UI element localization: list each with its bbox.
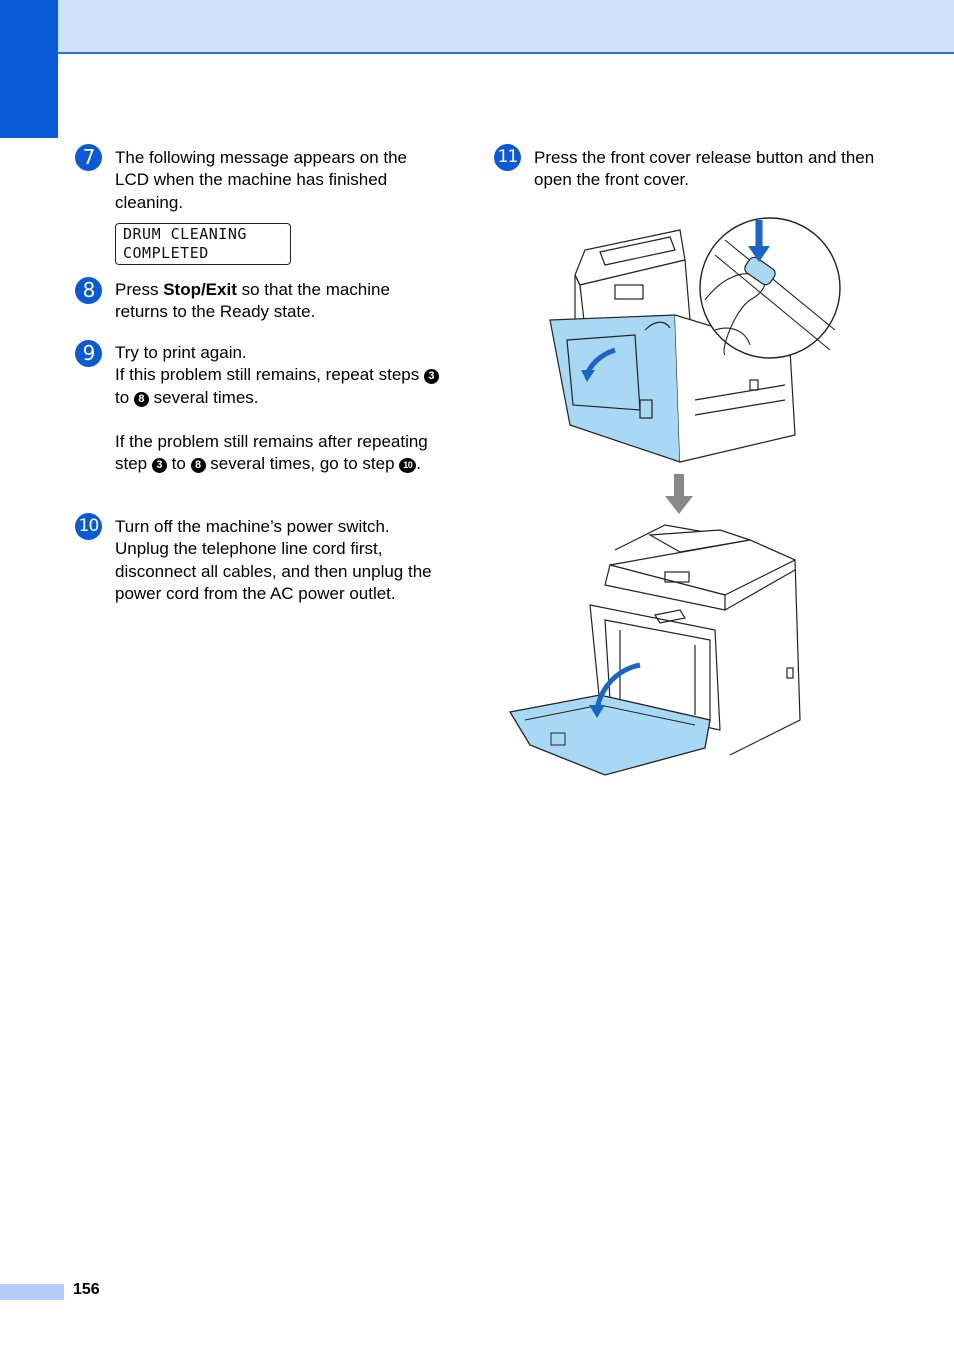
- down-arrow-icon: [665, 474, 693, 514]
- lcd-message-box: DRUM CLEANING COMPLETED: [115, 223, 291, 265]
- step-9-para2-to: to: [171, 454, 186, 474]
- step-8-post: so that the machine returns to the Ready…: [115, 280, 390, 322]
- printer-front-cover-release-icon: [549, 217, 841, 463]
- step-11-paragraph: Press the front cover release button and…: [534, 148, 875, 190]
- step-9-badge: 9: [75, 340, 102, 367]
- stop-exit-key-label: Stop/Exit: [163, 280, 237, 299]
- step-9-line2-post: several times.: [153, 387, 259, 407]
- chapter-tab: [0, 0, 58, 138]
- step-8-badge: 8: [75, 277, 102, 304]
- step-9-line1: Try to print again.: [115, 343, 247, 362]
- header-band: [0, 0, 954, 54]
- page-number: 156: [73, 1281, 100, 1298]
- step-ref-8b: 8: [190, 458, 206, 474]
- step-9-para2-pre: If the problem still remains after repea…: [115, 431, 428, 474]
- step-9-para2-mid: several times, go to step: [210, 454, 395, 474]
- step-9-line2-pre: If this problem still remains, repeat st…: [115, 365, 420, 385]
- step-11-text: Press the front cover release button and…: [534, 147, 879, 192]
- step-7-badge: 7: [75, 144, 102, 171]
- step-10-paragraph: Turn off the machine’s power switch. Unp…: [115, 517, 432, 603]
- step-10-text: Turn off the machine’s power switch. Unp…: [115, 516, 445, 605]
- step-8-pre: Press: [115, 280, 164, 299]
- step-ref-8: 8: [133, 391, 149, 407]
- step-10-badge: 10: [75, 513, 102, 540]
- printer-front-cover-open-icon: [508, 524, 801, 776]
- step-ref-3: 3: [423, 369, 439, 385]
- step-11-badge: 11: [494, 144, 521, 171]
- step-ref-10: 10: [399, 458, 417, 474]
- step-9-to: to: [115, 387, 130, 407]
- step-ref-3b: 3: [151, 458, 167, 474]
- lcd-line-1: DRUM CLEANING: [123, 225, 247, 243]
- step-9-para2-end: .: [416, 454, 421, 474]
- step-7-text: The following message appears on the LCD…: [115, 147, 445, 214]
- step-7-paragraph: The following message appears on the LCD…: [115, 148, 408, 212]
- step-9-text: Try to print again. If this problem stil…: [115, 342, 445, 475]
- step-8-text: Press Stop/Exit so that the machine retu…: [115, 279, 445, 324]
- lcd-line-2: COMPLETED: [123, 244, 209, 262]
- footer-tab: [0, 1284, 64, 1300]
